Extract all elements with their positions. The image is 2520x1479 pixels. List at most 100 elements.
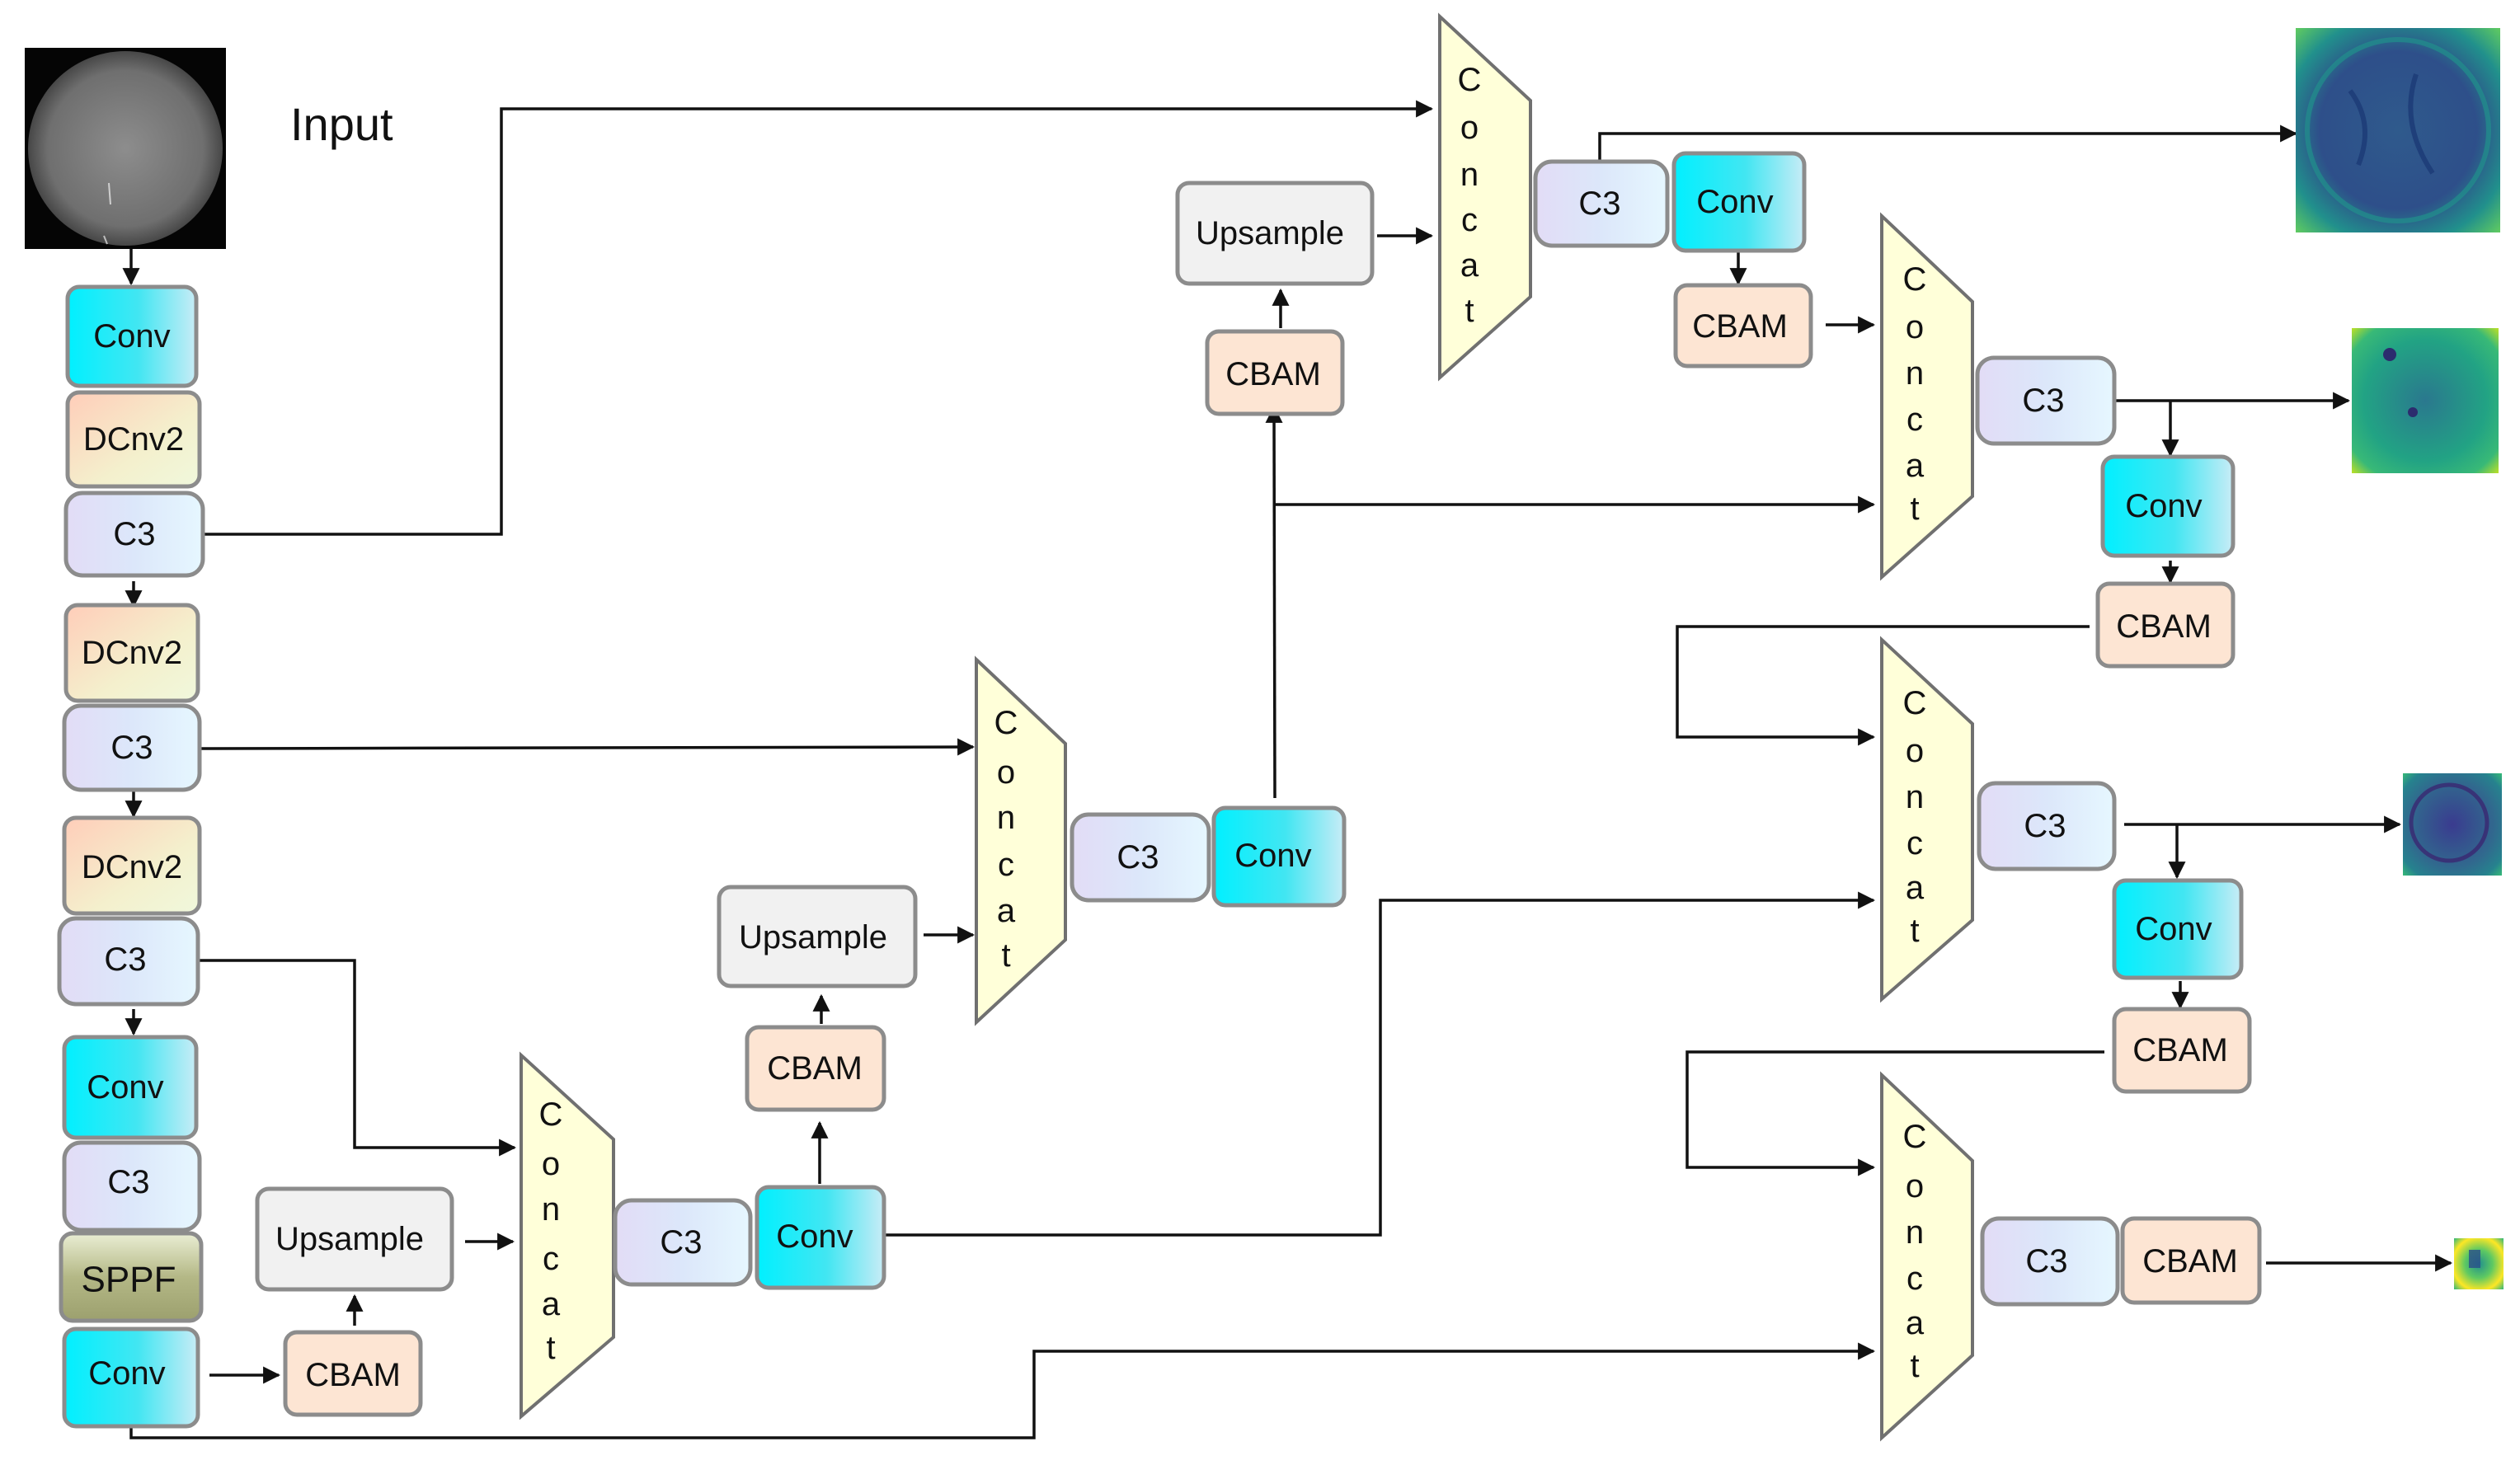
sppf-block: SPPF xyxy=(59,1231,204,1323)
arrow-cbam-to-concat-4 xyxy=(1685,1050,2104,1176)
svg-text:o: o xyxy=(542,1146,560,1182)
svg-text:a: a xyxy=(997,893,1016,929)
svg-text:C3: C3 xyxy=(1117,839,1159,876)
svg-text:C3: C3 xyxy=(2024,808,2066,844)
dcnv2-block: DCnv2 xyxy=(62,815,202,916)
svg-text:DCnv2: DCnv2 xyxy=(82,849,182,885)
svg-text:C: C xyxy=(994,705,1018,741)
arrow-conv-to-cbam-top xyxy=(1265,405,1283,799)
svg-text:C3: C3 xyxy=(2025,1243,2067,1279)
svg-text:C: C xyxy=(1903,685,1927,721)
svg-text:Conv: Conv xyxy=(93,318,170,354)
svg-text:C: C xyxy=(1903,261,1927,298)
svg-text:c: c xyxy=(1906,825,1923,862)
svg-text:c: c xyxy=(543,1241,559,1277)
svg-text:a: a xyxy=(542,1286,561,1322)
concat-block: C o n c a t xyxy=(1880,636,1974,1003)
svg-text:Conv: Conv xyxy=(776,1218,853,1255)
arrow-conv-to-concat-4 xyxy=(129,1342,1876,1439)
svg-text:t: t xyxy=(1910,1348,1919,1384)
cbam-block: CBAM xyxy=(2120,1216,2262,1305)
upsample-block: Upsample xyxy=(717,885,918,988)
conv-block: Conv xyxy=(1671,151,1807,253)
svg-text:CBAM: CBAM xyxy=(1225,356,1321,392)
dcnv2-block: DCnv2 xyxy=(63,603,200,703)
svg-text:c: c xyxy=(1461,202,1478,238)
concat-block: C o n c a t xyxy=(1880,212,1974,581)
c3-block: C3 xyxy=(1980,1216,2120,1307)
svg-text:CBAM: CBAM xyxy=(2132,1032,2228,1068)
svg-text:o: o xyxy=(1460,110,1479,146)
svg-text:t: t xyxy=(1465,293,1474,329)
svg-text:C3: C3 xyxy=(104,941,146,978)
svg-text:Conv: Conv xyxy=(87,1069,163,1106)
dcnv2-block: DCnv2 xyxy=(65,390,202,489)
concat-block: C o n c a t xyxy=(520,1051,615,1420)
concat-block: C o n c a t xyxy=(1880,1071,1974,1442)
connections xyxy=(122,100,2453,1439)
conv-block: Conv xyxy=(65,284,199,388)
svg-text:o: o xyxy=(1906,1168,1924,1204)
arrow-c3-skip-top xyxy=(203,100,1434,536)
svg-text:Conv: Conv xyxy=(2125,488,2202,524)
svg-text:Conv: Conv xyxy=(1696,184,1773,220)
c3-block: C3 xyxy=(63,491,205,578)
c3-block: C3 xyxy=(62,703,202,792)
svg-text:a: a xyxy=(1906,448,1925,484)
svg-text:Conv: Conv xyxy=(2135,911,2212,947)
arrow-c3-skip-low xyxy=(198,959,517,1157)
conv-block: Conv xyxy=(1211,805,1347,908)
svg-text:SPPF: SPPF xyxy=(82,1260,176,1300)
cbam-block: CBAM xyxy=(2095,581,2236,669)
svg-text:n: n xyxy=(542,1191,560,1228)
concat-block: C o n c a t xyxy=(1438,12,1532,382)
svg-text:C3: C3 xyxy=(2022,383,2064,419)
arrow-c3-to-heatmap-1 xyxy=(1598,124,2298,160)
svg-text:t: t xyxy=(546,1330,555,1366)
cbam-block: CBAM xyxy=(1673,283,1813,369)
svg-text:C3: C3 xyxy=(660,1224,702,1261)
conv-block: Conv xyxy=(755,1185,886,1290)
svg-text:n: n xyxy=(997,800,1015,836)
svg-text:C: C xyxy=(1903,1119,1927,1155)
svg-text:C3: C3 xyxy=(113,516,155,552)
c3-block: C3 xyxy=(1975,355,2117,446)
upsample-block: Upsample xyxy=(255,1186,454,1292)
svg-text:CBAM: CBAM xyxy=(767,1050,863,1087)
svg-text:Conv: Conv xyxy=(1234,838,1311,874)
svg-text:CBAM: CBAM xyxy=(2116,608,2212,645)
cbam-block: CBAM xyxy=(283,1330,423,1417)
input-image xyxy=(25,48,226,249)
conv-block: Conv xyxy=(2100,454,2236,558)
svg-text:a: a xyxy=(1460,247,1479,284)
conv-block: Conv xyxy=(62,1035,199,1140)
c3-block: C3 xyxy=(613,1198,753,1287)
svg-text:o: o xyxy=(1906,733,1924,769)
svg-text:t: t xyxy=(1910,913,1919,949)
svg-text:a: a xyxy=(1906,870,1925,906)
output-heatmap-large xyxy=(2296,28,2500,232)
arrow-conv-to-concat-3 xyxy=(884,891,1876,1237)
upsample-block: Upsample xyxy=(1175,181,1375,286)
svg-text:c: c xyxy=(1906,1261,1923,1297)
svg-text:DCnv2: DCnv2 xyxy=(82,635,182,671)
svg-text:t: t xyxy=(1001,937,1010,974)
cbam-block: CBAM xyxy=(2112,1007,2252,1094)
conv-block: Conv xyxy=(2112,878,2244,980)
svg-text:o: o xyxy=(997,754,1015,791)
concat-block: C o n c a t xyxy=(975,655,1067,1026)
c3-block: C3 xyxy=(62,1140,202,1232)
conv-block: Conv xyxy=(62,1326,200,1429)
svg-text:o: o xyxy=(1906,309,1924,345)
arrow-cbam-to-concat-3 xyxy=(1676,625,2090,746)
c3-block: C3 xyxy=(57,916,200,1007)
svg-text:Conv: Conv xyxy=(88,1355,165,1392)
c3-block: C3 xyxy=(1070,812,1211,903)
svg-text:Upsample: Upsample xyxy=(275,1221,424,1257)
c3-block: C3 xyxy=(1533,159,1670,248)
c3-block: C3 xyxy=(1977,781,2117,871)
svg-text:t: t xyxy=(1910,491,1919,527)
svg-text:DCnv2: DCnv2 xyxy=(83,421,184,458)
cbam-block: CBAM xyxy=(745,1025,886,1112)
